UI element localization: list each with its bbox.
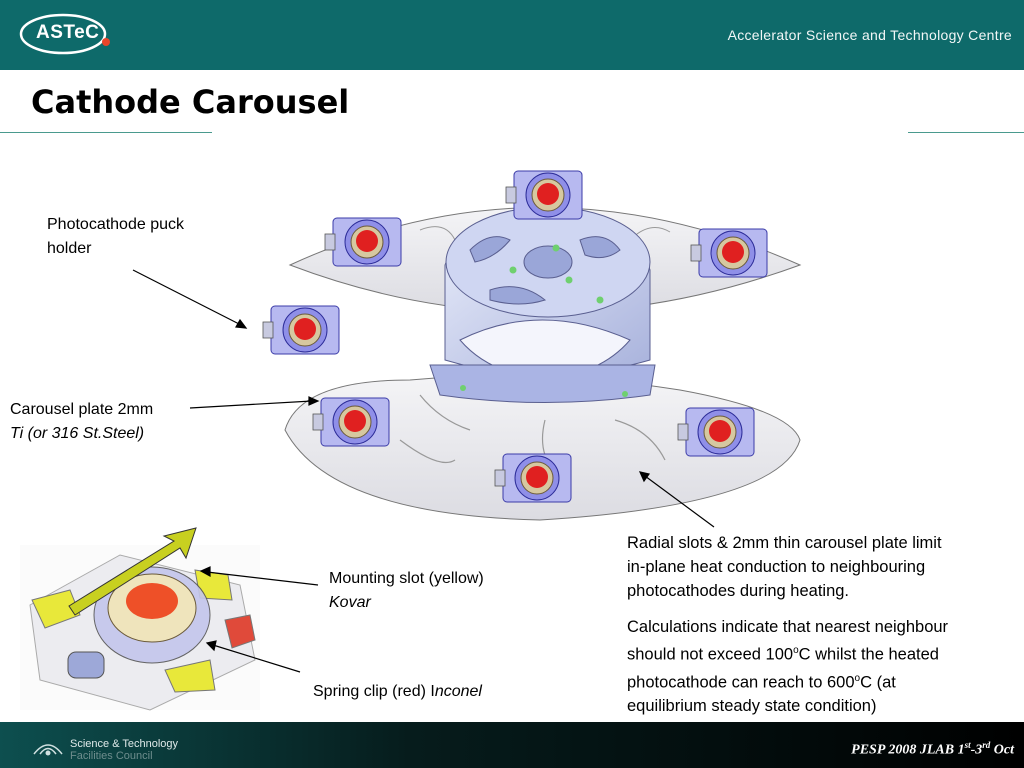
puck-holder-label-line1: Photocathode puck bbox=[47, 216, 184, 233]
note-line: Calculations indicate that nearest neigh… bbox=[627, 618, 949, 636]
spring-clip-label-text: Spring clip (red) I bbox=[313, 683, 435, 700]
spring-clip-label-material: nconel bbox=[434, 683, 482, 700]
puck-holder-top bbox=[505, 170, 583, 220]
note-text: C whilst the heated bbox=[798, 645, 939, 664]
note-radial-slots: Radial slots & 2mm thin carousel plate l… bbox=[627, 531, 1019, 603]
event-text: Oct bbox=[990, 742, 1014, 758]
degree-superscript: o bbox=[854, 672, 861, 684]
logo-text: ASTeC bbox=[36, 22, 100, 43]
note-line: in-plane heat conduction to neighbouring bbox=[627, 558, 926, 576]
mounting-slot-label-line1: Mounting slot (yellow) bbox=[329, 570, 484, 587]
footer-org: Science & Technology Facilities Council bbox=[70, 738, 178, 762]
note-text: C (at bbox=[860, 673, 896, 691]
footer-org-line2: Facilities Council bbox=[70, 750, 153, 762]
footer-org-line1: Science & Technology bbox=[70, 738, 179, 750]
degree-superscript: o bbox=[793, 645, 799, 656]
carousel-plate-label-line1: Carousel plate 2mm bbox=[10, 401, 154, 418]
org-name: Accelerator Science and Technology Centr… bbox=[727, 27, 1012, 43]
footer-bar: Science & Technology Facilities Council … bbox=[0, 722, 1024, 768]
note-text: photocathode can reach to 600 bbox=[627, 673, 855, 691]
carousel-plate-label-line2: Ti (or 316 St.Steel) bbox=[10, 425, 145, 442]
mounting-detail-inset bbox=[20, 527, 260, 711]
astec-logo bbox=[19, 13, 110, 55]
note-line: photocathodes during heating. bbox=[627, 582, 850, 600]
puck-holder-upper-left bbox=[324, 217, 402, 267]
spring-clip-label: Spring clip (red) Inconel bbox=[313, 680, 482, 704]
carousel-diagram bbox=[20, 170, 802, 711]
puck-holder-lower-left bbox=[312, 397, 390, 447]
mounting-slot-label-line2: Kovar bbox=[329, 594, 371, 611]
title-rule-right bbox=[908, 132, 1024, 133]
header-bar: ASTeC Accelerator Science and Technology… bbox=[0, 0, 1024, 70]
footer-event: PESP 2008 JLAB 1st-3rd Oct bbox=[851, 740, 1014, 759]
note-line: Radial slots & 2mm thin carousel plate l… bbox=[627, 534, 942, 552]
note-calculations: Calculations indicate that nearest neigh… bbox=[627, 615, 1019, 718]
note-line: equilibrium steady state condition) bbox=[627, 697, 877, 715]
event-text: PESP 2008 JLAB 1 bbox=[851, 742, 965, 758]
event-text: -3 bbox=[970, 742, 983, 758]
carousel-plate-label: Carousel plate 2mm Ti (or 316 St.Steel) bbox=[10, 398, 153, 446]
note-text: should not exceed 100 bbox=[627, 645, 794, 664]
note-line: should not exceed 100oC whilst the heate… bbox=[627, 639, 1019, 667]
stfc-logo-icon bbox=[33, 744, 63, 756]
note-line: photocathode can reach to 600oC (at bbox=[627, 667, 1019, 695]
mounting-slot-label: Mounting slot (yellow) Kovar bbox=[329, 567, 484, 615]
event-sup: rd bbox=[982, 740, 991, 750]
slide-title: Cathode Carousel bbox=[31, 83, 350, 121]
puck-holder-bottom bbox=[494, 453, 572, 503]
puck-holder-detached bbox=[262, 305, 340, 355]
puck-holder-label-line2: holder bbox=[47, 240, 92, 257]
puck-holder-lower-right bbox=[677, 407, 755, 457]
title-rule-left bbox=[0, 132, 212, 133]
puck-holder-label: Photocathode puck holder bbox=[47, 213, 184, 261]
event-sup: st bbox=[964, 740, 971, 750]
puck-holder-upper-right bbox=[690, 228, 768, 278]
